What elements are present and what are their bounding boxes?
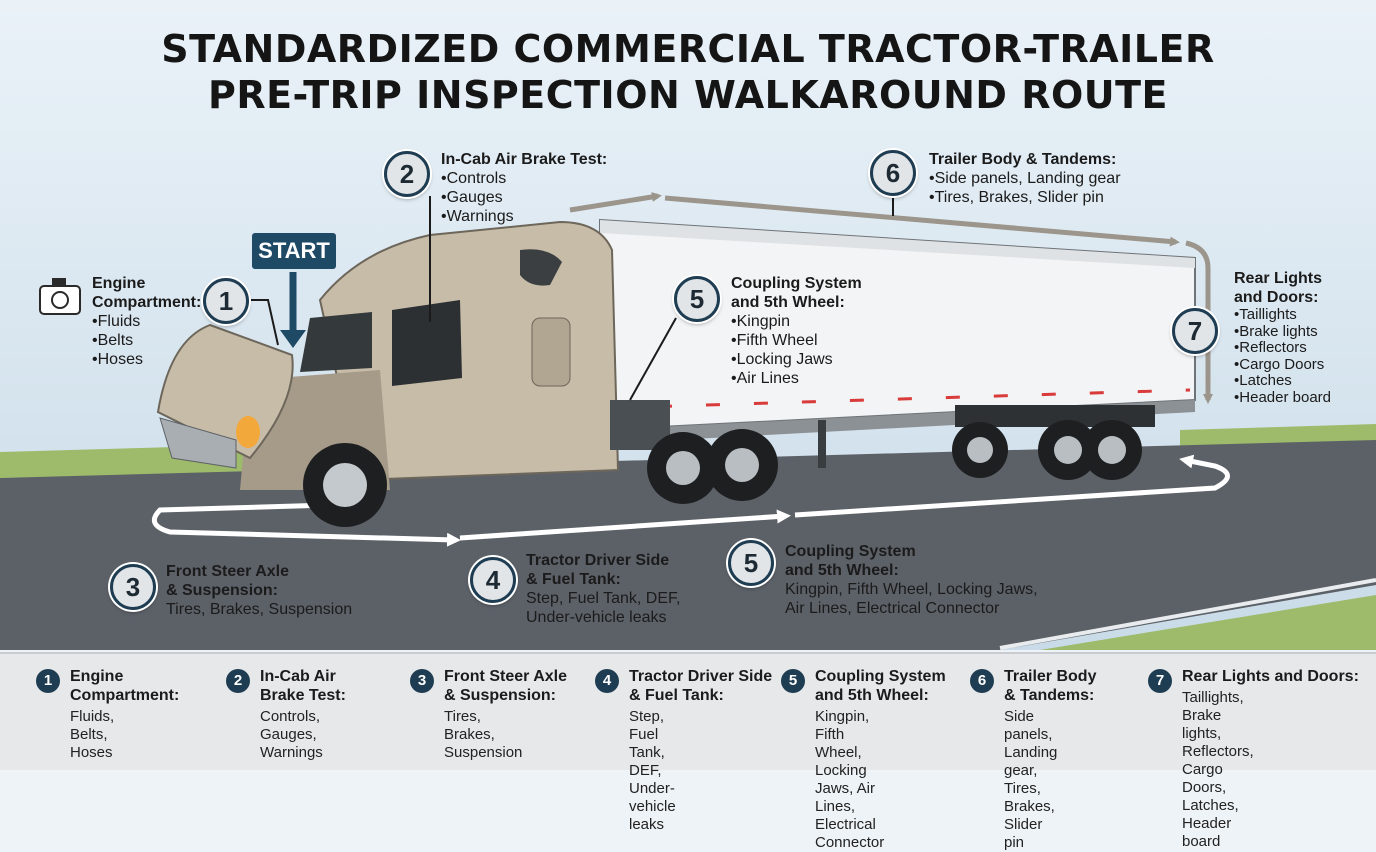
step-5-title-a: Coupling System <box>785 543 916 560</box>
route-arrow-rear <box>1185 240 1213 404</box>
step-6-item: Tires, Brakes, Slider pin <box>929 188 1121 207</box>
step-2-title: In-Cab Air Brake Test: <box>441 151 608 168</box>
route-path-ground <box>151 502 461 547</box>
step-2-badge: 2 <box>384 151 430 197</box>
step-4-title-b: & Fuel Tank: <box>526 571 621 588</box>
step-2-item: Controls <box>441 169 607 188</box>
step-7-item: Header board <box>1234 389 1331 407</box>
step-7-item: Cargo Doors <box>1234 356 1331 374</box>
step-5-title-b: and 5th Wheel: <box>731 294 845 311</box>
step-1-item: Belts <box>92 331 201 350</box>
start-arrow-head <box>280 330 306 348</box>
legend-number-badge: 6 <box>970 669 994 693</box>
legend-number-badge: 4 <box>595 669 619 693</box>
step-7-badge: 7 <box>1172 308 1218 354</box>
step-5-label-lower: Coupling System and 5th Wheel: Kingpin, … <box>785 542 1038 618</box>
step-6-title: Trailer Body & Tandems: <box>929 151 1117 168</box>
tractor-wheels <box>303 429 778 527</box>
step-1-title-a: Engine <box>92 275 146 292</box>
legend-title: Front Steer Axle& Suspension: <box>444 668 567 704</box>
leader-line-5 <box>629 317 677 401</box>
step-4-label: Tractor Driver Side & Fuel Tank: Step, F… <box>526 551 680 627</box>
step-3-title-a: Front Steer Axle <box>166 563 289 580</box>
step-7-item: Reflectors <box>1234 339 1331 357</box>
legend-title: Rear Lights and Doors: <box>1182 668 1359 685</box>
step-2-label: In-Cab Air Brake Test: Controls Gauges W… <box>441 150 607 226</box>
step-4-desc-a: Step, Fuel Tank, DEF, <box>526 590 681 607</box>
step-5-title-b: and 5th Wheel: <box>785 562 899 579</box>
step-5-badge-lower: 5 <box>728 540 774 586</box>
step-6-badge: 6 <box>870 150 916 196</box>
legend-number-badge: 7 <box>1148 669 1172 693</box>
trailer-wheels <box>952 420 1142 480</box>
step-3-desc: Tires, Brakes, Suspension <box>166 601 353 618</box>
legend-desc: Tires, Brakes,Suspension <box>444 708 523 761</box>
leader-line-1 <box>244 299 279 346</box>
step-4-badge: 4 <box>470 557 516 603</box>
grass-corner <box>1040 595 1376 650</box>
legend-desc: Taillights, Brake lights,Reflectors, Car… <box>1182 689 1254 850</box>
step-5-badge-upper: 5 <box>674 276 720 322</box>
step-5-item: Fifth Wheel <box>731 331 862 350</box>
step-5-title-a: Coupling System <box>731 275 862 292</box>
legend-number-badge: 2 <box>226 669 250 693</box>
step-5-item: Locking Jaws <box>731 350 862 369</box>
step-2-item: Warnings <box>441 207 607 226</box>
step-7-item: Latches <box>1234 372 1331 390</box>
step-3-title-b: & Suspension: <box>166 582 279 599</box>
step-1-title-b: Compartment: <box>92 294 202 311</box>
legend-title: Tractor Driver Side& Fuel Tank: <box>629 668 773 704</box>
route-arrow-top-2 <box>664 195 1180 247</box>
step-5-label-upper: Coupling System and 5th Wheel: Kingpin F… <box>731 274 862 388</box>
legend-desc: Kingpin, Fifth Wheel,Locking Jaws, Air L… <box>815 708 885 851</box>
route-path-ground-3 <box>794 454 1230 518</box>
legend-desc: Step, Fuel Tank, DEF,Under-vehicle leaks <box>629 708 676 833</box>
legend-desc: Controls, Gauges,Warnings <box>260 708 323 761</box>
step-4-desc-b: Under-vehicle leaks <box>526 609 667 626</box>
step-1-item: Hoses <box>92 350 201 369</box>
step-6-item: Side panels, Landing gear <box>929 169 1121 188</box>
step-7-title-a: Rear Lights <box>1234 270 1323 287</box>
step-3-badge: 3 <box>110 564 156 610</box>
legend-number-badge: 1 <box>36 669 60 693</box>
step-6-label: Trailer Body & Tandems: Side panels, Lan… <box>929 150 1121 207</box>
page-title: STANDARDIZED COMMERCIAL TRACTOR-TRAILER <box>161 27 1215 71</box>
step-7-title-b: and Doors: <box>1234 289 1319 306</box>
page-subtitle: PRE-TRIP INSPECTION WALKAROUND ROUTE <box>207 73 1169 117</box>
legend-title: Trailer Body& Tandems: <box>1004 668 1097 704</box>
step-5-item: Air Lines <box>731 369 862 388</box>
step-7-item: Taillights <box>1234 306 1331 324</box>
legend-number-badge: 5 <box>781 669 805 693</box>
step-5-desc-b: Air Lines, Electrical Connector <box>785 600 1000 617</box>
step-5-desc-a: Kingpin, Fifth Wheel, Locking Jaws, <box>785 581 1038 598</box>
road-edge-line <box>999 578 1376 650</box>
step-7-item: Brake lights <box>1234 323 1331 341</box>
step-1-badge: 1 <box>203 278 249 324</box>
step-2-item: Gauges <box>441 188 607 207</box>
step-1-label: Engine Compartment: Fluids Belts Hoses <box>92 274 201 369</box>
route-path-ground-2 <box>459 509 791 541</box>
step-3-label: Front Steer Axle & Suspension: Tires, Br… <box>166 562 352 619</box>
step-1-item: Fluids <box>92 312 201 331</box>
legend-number-badge: 3 <box>410 669 434 693</box>
step-7-label: Rear Lights and Doors: Taillights Brake … <box>1234 269 1331 406</box>
engine-icon <box>39 278 81 315</box>
start-badge: START <box>252 233 336 269</box>
step-5-item: Kingpin <box>731 312 862 331</box>
step-4-title-a: Tractor Driver Side <box>526 552 670 569</box>
legend-desc: Fluids, Belts, Hoses <box>70 708 115 761</box>
